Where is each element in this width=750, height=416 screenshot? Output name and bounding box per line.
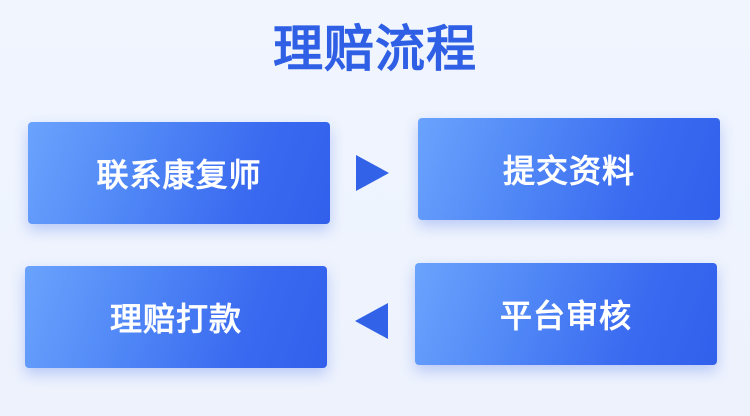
step-label: 平台审核 (499, 297, 632, 335)
step-card-platform-review: 平台审核 (415, 263, 717, 365)
triangle-right-icon (356, 155, 389, 191)
triangle-left-icon (355, 303, 388, 339)
page-title: 理赔流程 (273, 20, 477, 78)
step-card-contact-therapist: 联系康复师 (28, 122, 330, 224)
step-label: 提交资料 (502, 152, 635, 190)
step-card-claim-payout: 理赔打款 (25, 266, 327, 368)
step-label: 理赔打款 (109, 300, 242, 338)
step-card-submit-documents: 提交资料 (418, 118, 720, 220)
step-label: 联系康复师 (96, 156, 262, 194)
